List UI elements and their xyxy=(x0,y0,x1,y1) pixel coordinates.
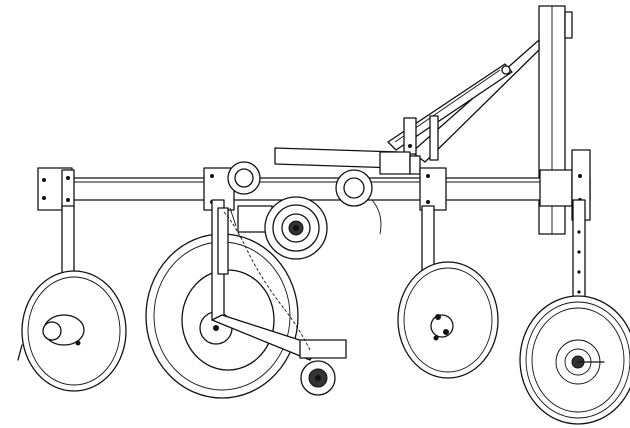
drive-chain xyxy=(223,207,311,351)
frame-hubs xyxy=(227,161,382,235)
top-link-bracket xyxy=(274,147,421,175)
hitch-arms xyxy=(387,39,540,163)
coulter-disc-left xyxy=(17,205,127,392)
coulter-disc-right xyxy=(397,205,499,379)
coulter-disc-center xyxy=(145,199,347,399)
coulter-roller xyxy=(237,196,328,260)
gauge-wheel xyxy=(519,199,630,425)
main-frame-bar xyxy=(37,149,591,221)
